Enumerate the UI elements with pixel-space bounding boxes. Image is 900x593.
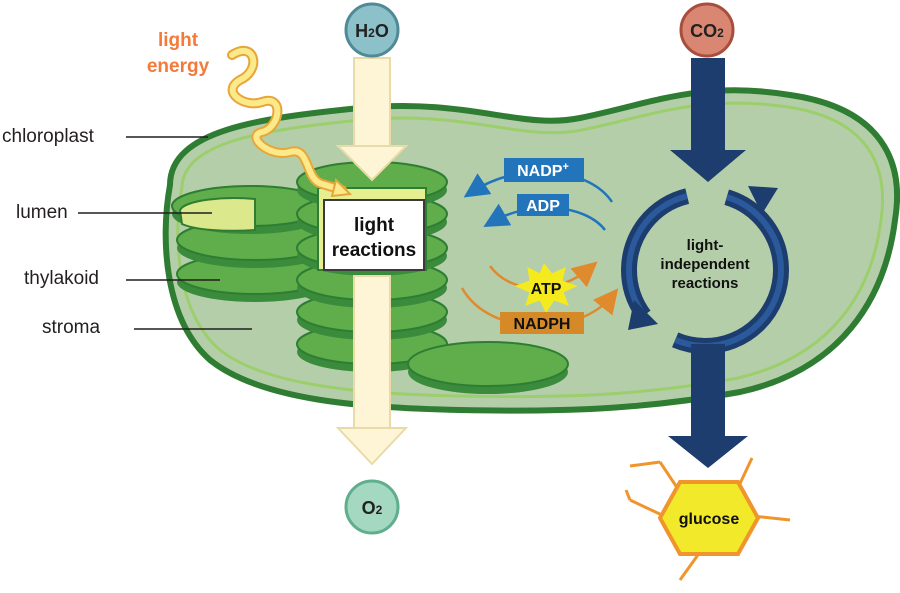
co2-label: CO2 (690, 21, 724, 41)
adp-badge (517, 194, 569, 216)
calvin-label-line1: light- (687, 237, 724, 254)
light-reactions-label-line1: light (354, 215, 395, 236)
lumen-cutaway (178, 197, 256, 232)
nadp-label: NADP+ (517, 161, 569, 180)
chloroplast-label: chloroplast (2, 126, 95, 147)
light-reactions-box (323, 199, 425, 271)
stroma-label: stroma (42, 317, 101, 338)
nadp-badge (504, 158, 584, 182)
calvin-label-line3: reactions (672, 275, 739, 292)
calvin-label-line2: independent (660, 256, 749, 273)
nadph-badge (500, 312, 584, 334)
adp-label: ADP (526, 198, 560, 215)
nadph-label: NADPH (514, 316, 571, 333)
glucose-outflow-arrow (668, 344, 748, 468)
light-energy-wave (227, 45, 353, 198)
light-reactions-label-line2: reactions (332, 240, 416, 261)
lumen-label: lumen (16, 202, 68, 223)
o2-label: O2 (362, 498, 383, 518)
o2-circle (344, 479, 400, 535)
glucose-label: glucose (679, 511, 740, 528)
thylakoid-label: thylakoid (24, 268, 99, 289)
co2-inflow-arrow (670, 58, 746, 182)
left-granum (171, 185, 334, 302)
atp-label: ATP (531, 281, 562, 298)
stroma-lamella (407, 341, 569, 394)
light-energy-label-line1: light (158, 30, 199, 51)
h2o-circle (344, 2, 400, 58)
light-energy-label-line2: energy (147, 56, 210, 77)
water-to-oxygen-arrow (335, 57, 409, 466)
h2o-label: H2O (355, 21, 389, 41)
co2-circle (679, 2, 735, 58)
chloroplast-inner-membrane (176, 101, 885, 399)
glucose-molecule (624, 457, 791, 581)
